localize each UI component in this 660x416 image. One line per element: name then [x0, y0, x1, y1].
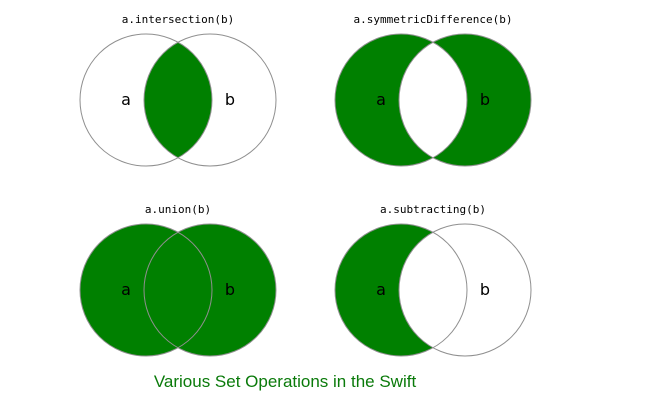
symmetric-difference-title: a.symmetricDifference(b) — [354, 13, 513, 26]
set-b-circle — [143, 223, 277, 357]
b-only-region — [399, 34, 531, 166]
set-a-label: a — [376, 280, 386, 299]
subtracting-title: a.subtracting(b) — [380, 203, 486, 216]
union-venn-diagram: a.union(b) a b — [79, 203, 277, 357]
set-b-label: b — [225, 90, 235, 109]
set-a-circle — [334, 33, 468, 167]
set-b-region — [144, 224, 276, 356]
subtracting-venn-diagram: a.subtracting(b) a b — [334, 203, 532, 357]
set-a-label: a — [121, 90, 131, 109]
figure-caption: Various Set Operations in the Swift — [153, 372, 417, 391]
set-b-label: b — [480, 90, 490, 109]
set-b-circle — [398, 223, 532, 357]
set-b-circle — [398, 33, 532, 167]
set-a-circle — [79, 223, 213, 357]
intersection-region — [144, 34, 212, 166]
a-only-region — [335, 224, 467, 356]
set-a-label: a — [121, 280, 131, 299]
set-b-label: b — [480, 280, 490, 299]
union-title: a.union(b) — [145, 203, 211, 216]
intersection-venn-diagram: a.intersection(b) a b — [79, 13, 277, 167]
set-a-circle — [79, 33, 213, 167]
set-a-label: a — [376, 90, 386, 109]
symmetric-difference-venn-diagram: a.symmetricDifference(b) a b — [334, 13, 532, 167]
set-a-circle — [334, 223, 468, 357]
intersection-title: a.intersection(b) — [122, 13, 235, 26]
set-b-circle — [143, 33, 277, 167]
set-b-label: b — [225, 280, 235, 299]
